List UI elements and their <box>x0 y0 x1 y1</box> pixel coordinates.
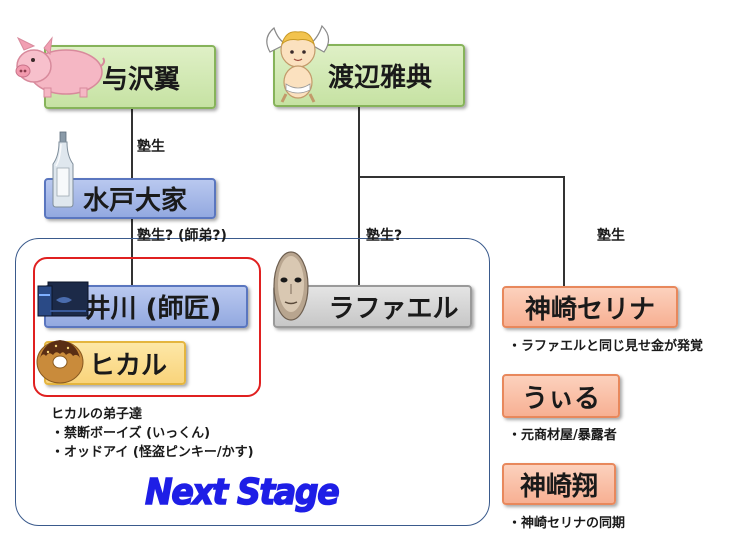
note-uiru: ・元商材屋/暴露者 <box>508 428 617 443</box>
edge-label-mito-ikawa: 塾生? (師弟?) <box>137 228 227 244</box>
node-uiru-label: うぃる <box>521 383 600 414</box>
sake-bottle-icon <box>52 131 74 208</box>
next-stage-label: Next Stage <box>144 471 340 514</box>
disciples-title: ヒカルの弟子達 <box>51 407 143 422</box>
node-ikawa-label: 井川 (師匠) <box>84 294 222 324</box>
note-sho: ・神崎セリナの同期 <box>508 516 626 531</box>
edge-watanabe-raphael <box>358 107 360 285</box>
node-mito-label: 水戸大家 <box>82 186 187 216</box>
node-sho-label: 神崎翔 <box>519 471 598 502</box>
node-watanabe-label: 渡辺雅典 <box>327 63 432 93</box>
edge-yozawa-mito <box>131 109 133 179</box>
edge-label-watanabe-raphael: 塾生? <box>366 228 403 244</box>
disciples-item-1: ・禁断ボーイズ (いっくん) <box>51 426 211 441</box>
next-stage-group <box>15 238 490 526</box>
mentor-highlight <box>33 257 261 397</box>
node-serina-label: 神崎セリナ <box>524 294 655 325</box>
edge-mito-ikawa <box>131 219 133 285</box>
node-yozawa-label: 与沢翼 <box>101 64 180 95</box>
donut-icon <box>36 340 84 384</box>
game-console-icon <box>37 281 89 317</box>
edge-branch-horizontal <box>358 176 565 178</box>
edge-label-yozawa-mito: 塾生 <box>137 139 165 155</box>
node-sho: 神崎翔 <box>502 463 616 505</box>
node-serina: 神崎セリナ <box>502 286 678 328</box>
disciples-item-2: ・オッドアイ (怪盗ピンキー/かす) <box>51 445 254 460</box>
node-uiru: うぃる <box>502 374 620 418</box>
edge-label-watanabe-serina: 塾生 <box>597 228 625 244</box>
mask-icon <box>273 251 309 321</box>
cupid-icon <box>266 24 330 103</box>
note-serina: ・ラファエルと同じ見せ金が発覚 <box>508 339 704 354</box>
edge-watanabe-serina <box>563 176 565 286</box>
node-hikaru-label: ヒカル <box>88 350 167 381</box>
node-ikawa: 井川 (師匠) <box>44 285 248 328</box>
pig-icon <box>15 36 106 98</box>
node-raphael-label: ラファエル <box>328 294 459 324</box>
